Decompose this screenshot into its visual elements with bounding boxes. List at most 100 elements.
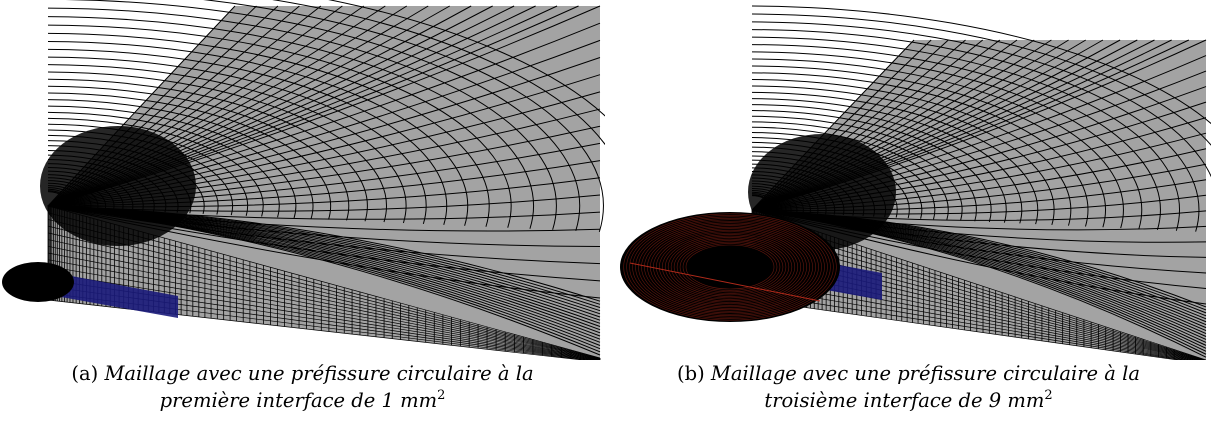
mesh-arc-line [271,0,605,146]
mesh-arc-line [47,117,264,217]
front-layer-line [751,299,1181,360]
mesh-arc-line [47,180,99,210]
mesh-arc-line [751,72,1089,227]
mesh-arc-line [47,154,167,213]
front-layer-line [47,225,601,360]
mesh-arc-line [751,195,774,212]
mesh-arc-line [47,48,448,225]
mesh-radial-line [47,39,601,207]
mesh-arc-line [47,78,368,222]
crack-front-ring [653,228,807,306]
mesh-radial-line [47,5,365,207]
mesh-radial-line [47,5,300,207]
crack-front-ring [626,215,834,320]
mesh-arc-line [751,137,923,219]
mesh-arc-line [751,29,1200,232]
mesh-arc-line [751,167,845,216]
crack-front-ring [664,234,796,300]
refined-region [40,126,196,246]
mesh-radial-line [47,177,601,208]
mesh-arc-line [47,24,512,228]
mesh-arc-line [47,134,219,215]
mesh-radial-line [47,5,386,207]
mesh-arc-line [751,189,787,213]
front-layer-line [47,219,601,359]
mesh-arc-line [751,141,910,219]
interface-patch [50,272,178,318]
mesh-radial-line [47,74,601,207]
mesh-radial-line [751,148,1207,211]
mesh-arc-line [47,166,134,211]
caption-a: (a) Maillage avec une préfissure circula… [0,360,605,414]
mesh-arc-line [751,151,887,218]
caption-a-text2: première interface de 1 [159,389,394,412]
front-layer-line [751,286,1188,360]
mesh-arc-line [47,40,469,226]
caption-b-line1: (b) Maillage avec une préfissure circula… [606,360,1211,387]
mesh-arc-line [751,104,1007,223]
mesh-arc-line [751,155,875,217]
mesh-figure-b [620,5,1211,360]
front-layer-line [47,272,597,360]
mesh-arc-line [47,185,86,209]
crack-front-ring [682,243,778,291]
mesh-arc-line [47,187,80,209]
precrack-disc [2,262,74,302]
mesh-radial-line [47,5,236,207]
mesh-arc-line [751,159,865,217]
crack-front-ring [658,231,802,303]
front-layer-line [47,259,601,360]
mesh-arc-line [47,149,179,213]
mesh-arc-line [47,105,297,219]
mesh-arc-line [47,16,534,229]
caption-a-unit: mm [400,389,438,412]
mesh-radial-line [751,39,1018,211]
caption-b-line2: troisième interface de 9 mm2 [606,387,1211,414]
crack-front-ring [638,220,822,314]
mesh-arc-line [47,123,249,216]
mesh-arc-line [751,91,1039,225]
caption-a-line2: première interface de 1 mm2 [0,387,605,414]
crack-front-ring [656,229,804,305]
mesh-arc-line [751,36,1180,231]
front-layer-line [751,209,1207,360]
mesh-radial-line [47,142,601,207]
mesh-radial-line [47,22,601,207]
crack-front-ring [661,232,799,302]
mesh-radial-line [751,209,1207,358]
caption-a-exponent: 2 [437,388,446,403]
mesh-arc-line [202,0,604,233]
mesh-arc-line [751,194,776,212]
mesh-radial-line [47,5,579,207]
mesh-radial-line [47,5,515,207]
mesh-arc-line [751,131,936,220]
mesh-arc-line [47,163,144,212]
mesh-arc-line [327,0,605,117]
mesh-arc-line [751,177,819,214]
plate-front-face [48,206,600,360]
mesh-arc-line [47,32,490,227]
mesh-arc-line [47,140,205,214]
mesh-arc-line [47,182,92,209]
mesh-arc-line [751,191,782,213]
mesh-radial-line [751,163,1207,211]
subfigure-a: (a) Maillage avec une préfissure circula… [0,0,605,445]
crack-front-ring [685,244,775,290]
crack-front-ring [629,216,831,318]
mesh-arc-line [751,121,963,221]
crack-front-ring [647,225,813,309]
subfigure-b: (b) Maillage avec une préfissure circula… [606,0,1211,445]
mesh-arc-line [47,145,192,214]
front-layer-line [751,216,1207,360]
mesh-radial-line [47,91,601,207]
mesh-arc-line [751,65,1106,228]
caption-b-label: (b) [676,362,705,385]
caption-b-text1: Maillage avec une préfissure circulaire … [710,362,1140,385]
crack-front-ring [635,219,825,315]
caption-a-label: (a) [71,362,99,385]
front-layer-line [47,205,601,359]
mesh-arc-line [47,111,280,218]
mesh-arc-line [751,183,804,214]
mesh-arc-line [751,98,1023,224]
front-layer-line [47,232,601,360]
